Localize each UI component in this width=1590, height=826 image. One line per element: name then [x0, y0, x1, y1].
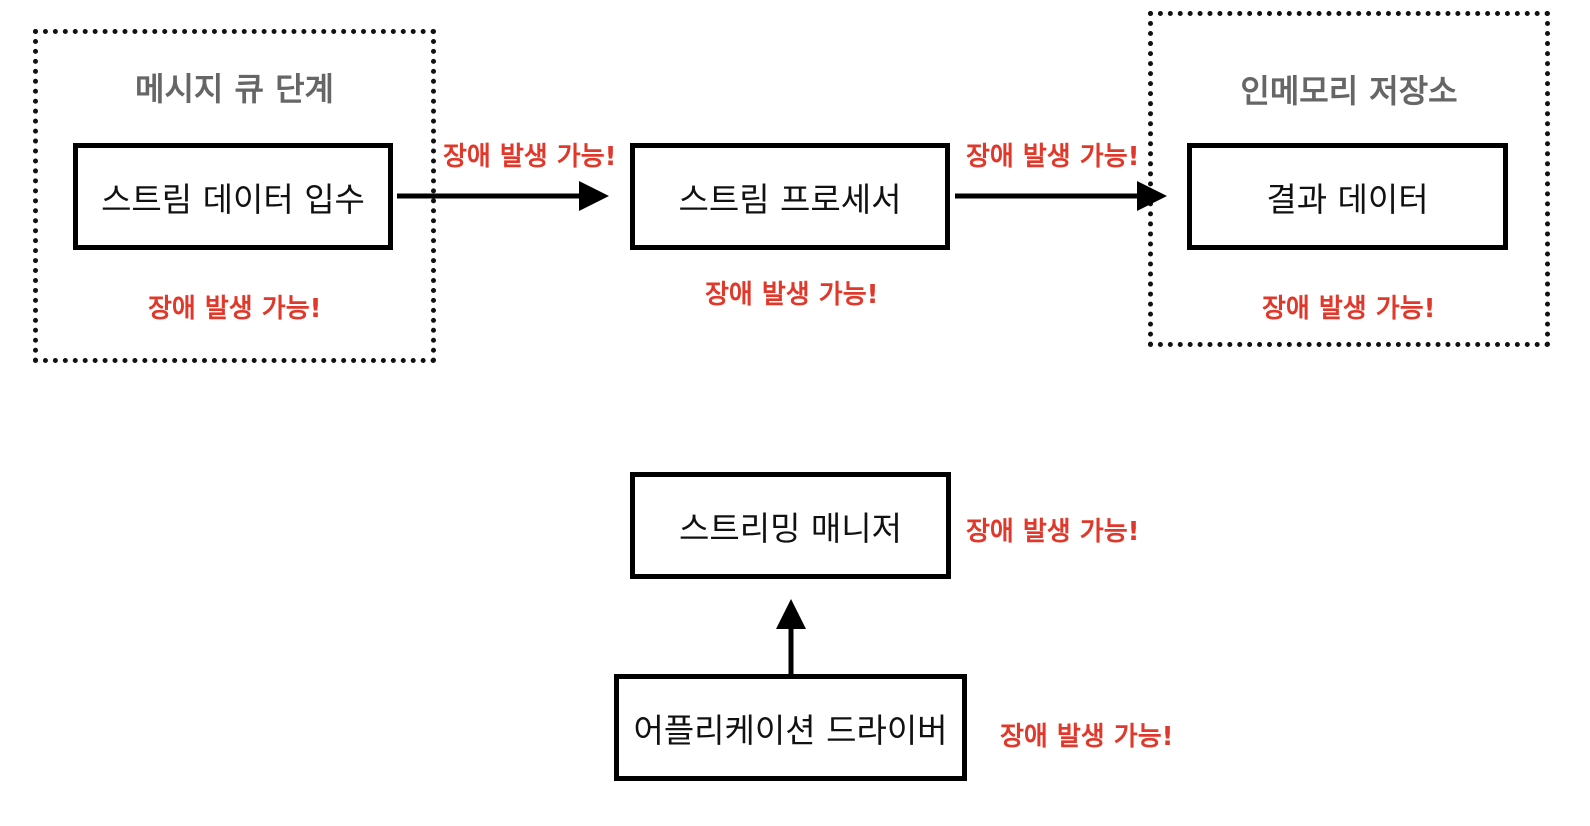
node-application-driver: 어플리케이션 드라이버: [614, 674, 967, 781]
node-stream-processor: 스트림 프로세서: [630, 143, 950, 250]
warning-label-ingest: 장애 발생 가능!: [148, 294, 322, 324]
node-stream-data-ingest: 스트림 데이터 입수: [73, 143, 393, 250]
warning-label-edge-processor-result: 장애 발생 가능!: [966, 142, 1140, 172]
warning-label-driver: 장애 발생 가능!: [1000, 722, 1174, 752]
warning-label-processor: 장애 발생 가능!: [705, 280, 879, 310]
node-result-data: 결과 데이터: [1187, 143, 1508, 250]
warning-label-result: 장애 발생 가능!: [1262, 294, 1436, 324]
node-streaming-manager: 스트리밍 매니저: [630, 472, 951, 579]
in-memory-store-group: 인메모리 저장소: [1148, 11, 1550, 347]
warning-label-manager: 장애 발생 가능!: [966, 517, 1140, 547]
warning-label-edge-ingest-processor: 장애 발생 가능!: [443, 142, 617, 172]
message-queue-group-title: 메시지 큐 단계: [135, 70, 334, 108]
in-memory-store-group-title: 인메모리 저장소: [1240, 72, 1458, 110]
